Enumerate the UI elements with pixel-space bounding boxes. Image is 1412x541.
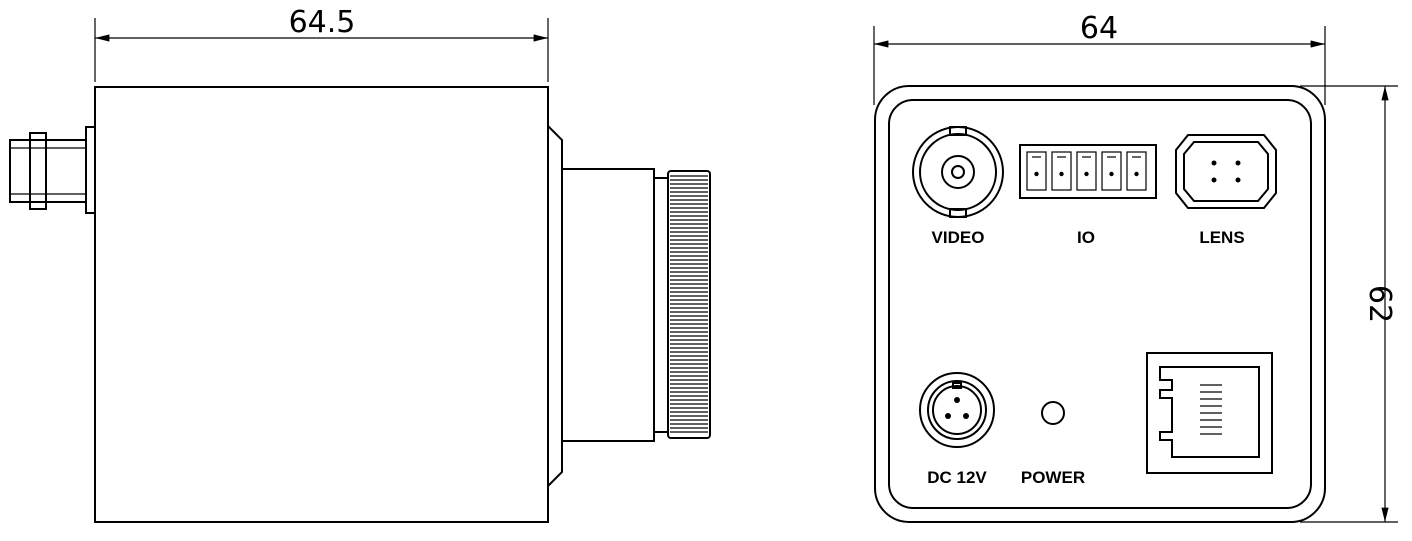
camera-body (94, 86, 549, 523)
io-terminal-block (1019, 144, 1157, 199)
lens-mount (561, 168, 711, 442)
power-label: POWER (1021, 468, 1085, 487)
io-pin-slot (1076, 151, 1097, 191)
lens-label: LENS (1199, 228, 1244, 247)
io-label: IO (1077, 228, 1095, 247)
rear-housing-outer (874, 85, 1326, 523)
front-bezel (547, 125, 563, 487)
video-label: VIDEO (932, 228, 985, 247)
rear-view: 64 62 VIDEO IO (873, 11, 1398, 523)
lens-connector (1175, 134, 1277, 209)
io-pin-slot (1126, 151, 1147, 191)
io-pin-screw (1134, 171, 1139, 177)
io-pin-slot (1051, 151, 1072, 191)
io-pin-screw (1034, 171, 1039, 177)
io-pin-slot (1101, 151, 1122, 191)
rear-housing-inner (888, 99, 1312, 509)
rear-width-value: 64 (1080, 11, 1118, 46)
bnc-connector (9, 126, 96, 214)
rear-height-value: 62 (1362, 285, 1397, 323)
side-width-dimension: 64.5 (94, 5, 549, 82)
io-pin-screw (1109, 171, 1114, 177)
io-pin-slot (1026, 151, 1047, 191)
rear-width-dimension: 64 (873, 11, 1326, 105)
dc-12v-label: DC 12V (927, 468, 987, 487)
io-pin-screw (1059, 171, 1064, 177)
dc-power-port (919, 372, 995, 448)
side-view: 64.5 (9, 5, 711, 523)
power-led (1041, 401, 1065, 425)
video-bnc-port (912, 126, 1004, 218)
side-width-value: 64.5 (289, 5, 356, 40)
rj45-port (1146, 352, 1273, 474)
rear-height-dimension: 62 (1300, 85, 1398, 523)
io-pin-screw (1084, 171, 1089, 177)
